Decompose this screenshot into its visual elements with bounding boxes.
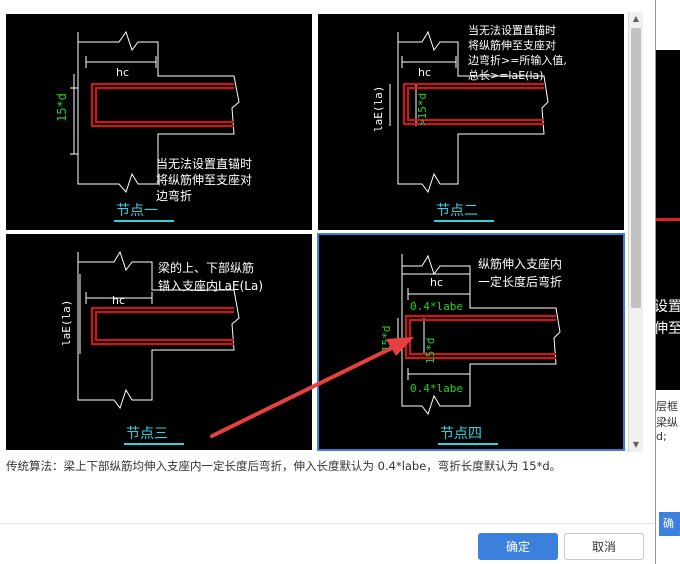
node-1-hc-label: hc [116, 66, 129, 79]
node-4-left-length-label: 15*d [380, 326, 393, 353]
node-1-note-line-2: 将纵筋伸至支座对 [156, 172, 252, 187]
node-2-note-line-4: 总长>=laE(la) [468, 68, 544, 82]
background-side-text-2: 梁纵 [656, 416, 678, 429]
background-side-text-3: d; [656, 430, 667, 443]
node-2-length-label: >15*d [416, 93, 429, 126]
node-1-length-label: 15*d [55, 93, 69, 122]
algorithm-description: 传统算法：梁上下部纵筋均伸入支座内一定长度后弯折，伸入长度默认为 0.4*lab… [6, 459, 562, 473]
dialog-top-edge [0, 0, 655, 8]
background-confirm-button[interactable]: 确 [659, 512, 680, 536]
node-option-1[interactable]: hc 15*d 当无法设置直锚时 将纵筋伸至支座对 边弯折 节点一 [6, 14, 312, 230]
node-2-note-line-1: 当无法设置直锚时 [468, 23, 556, 37]
node-4-note-line-2: 一定长度后弯折 [478, 274, 562, 289]
node-1-note-line-3: 边弯折 [156, 188, 192, 203]
node-3-caption: 节点三 [126, 426, 168, 442]
node-3-hc-label: hc [112, 294, 125, 307]
scroll-down-icon[interactable]: ▼ [632, 440, 640, 449]
node-4-note-line-1: 纵筋伸入支座内 [478, 256, 562, 271]
node-4-top-anchor-label: 0.4*labe [410, 300, 463, 313]
node-3-lae-label: laE(la) [60, 300, 73, 346]
cancel-button[interactable]: 取消 [564, 533, 644, 560]
background-window-top [656, 0, 680, 18]
node-2-note-line-3: 边弯折>=所输入值, [468, 53, 567, 67]
node-option-4[interactable]: hc 0.4*labe 0.4*labe 15*d 15*d 纵筋伸入支座内 一… [317, 233, 625, 451]
node-options-panel: hc 15*d 当无法设置直锚时 将纵筋伸至支座对 边弯折 节点一 [4, 12, 628, 452]
node-1-note-line-1: 当无法设置直锚时 [156, 156, 252, 171]
node-3-note-line-2: 锚入支座内LaE(La) [158, 278, 263, 293]
node-3-diagram: hc laE(la) 梁的上、下部纵筋 锚入支座内LaE(La) 节点三 [60, 250, 263, 445]
background-text-1: 设置直 [655, 299, 680, 315]
node-3-note-line-1: 梁的上、下部纵筋 [158, 260, 254, 275]
node-4-caption: 节点四 [440, 426, 482, 442]
node-selection-dialog: hc 15*d 当无法设置直锚时 将纵筋伸至支座对 边弯折 节点一 [0, 0, 655, 560]
node-1-diagram: hc 15*d 当无法设置直锚时 将纵筋伸至支座对 边弯折 节点一 [55, 30, 252, 222]
node-4-hc-label: hc [430, 276, 443, 289]
background-window-edge: 设置直 伸至 层框 梁纵 d; 确 [655, 0, 680, 564]
node-2-hc-label: hc [418, 66, 431, 79]
node-4-bottom-anchor-label: 0.4*labe [410, 382, 463, 395]
options-scrollbar[interactable]: ▲ ▼ [628, 12, 643, 452]
node-2-diagram: hc laE(la) >15*d 当无法设置直锚时 将纵筋伸至支座对 边弯折>=… [372, 23, 567, 222]
footer-divider [0, 523, 655, 524]
scroll-thumb[interactable] [631, 28, 641, 308]
background-side-text-1: 层框 [656, 400, 678, 413]
node-2-caption: 节点二 [436, 203, 478, 219]
confirm-button[interactable]: 确定 [478, 533, 558, 560]
node-2-lae-label: laE(la) [372, 86, 385, 132]
scroll-up-icon[interactable]: ▲ [632, 14, 640, 23]
background-text-2: 伸至 [655, 321, 680, 337]
node-option-2[interactable]: hc laE(la) >15*d 当无法设置直锚时 将纵筋伸至支座对 边弯折>=… [318, 14, 624, 230]
node-4-right-length-label: 15*d [424, 338, 437, 365]
node-option-3[interactable]: hc laE(la) 梁的上、下部纵筋 锚入支座内LaE(La) 节点三 [6, 234, 312, 450]
background-rebar-line [656, 218, 680, 221]
node-4-diagram: hc 0.4*labe 0.4*labe 15*d 15*d 纵筋伸入支座内 一… [380, 254, 562, 445]
node-1-caption: 节点一 [116, 203, 158, 219]
node-2-note-line-2: 将纵筋伸至支座对 [468, 38, 556, 52]
